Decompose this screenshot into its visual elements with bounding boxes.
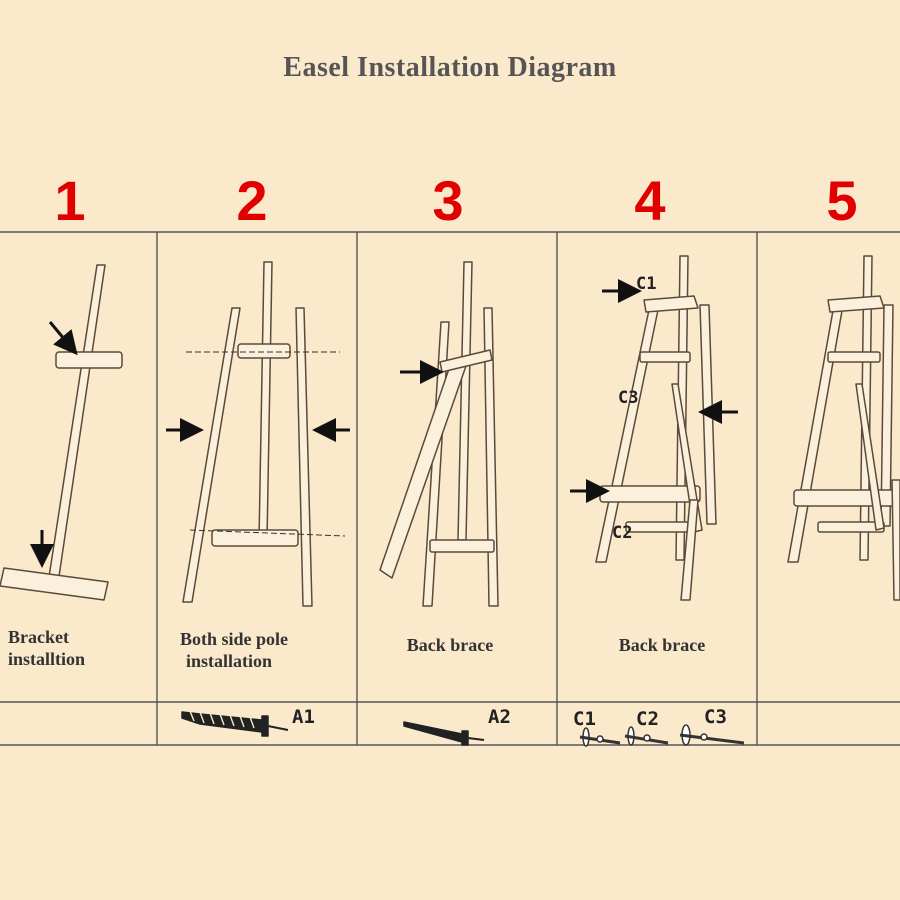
callout-c1: C1 [636,274,657,294]
step-number-2: 2 [236,169,268,232]
screw-a2-icon [403,721,485,746]
step3-illustration [379,261,499,607]
step2-center-pole [258,261,273,541]
step2-base-bar [211,529,299,547]
step4-rear-leg [680,499,699,601]
step5-right-leg [880,304,894,527]
screw-a1-icon [181,710,289,737]
step1-base-bar [0,567,109,601]
step4-lower-crossbar [599,485,701,503]
step2-caption-line2: installation [186,651,273,671]
step5-upper-crossbar [827,351,881,363]
step4-illustration [595,255,717,601]
step2-caption-line1: Both side pole [180,629,289,649]
step5-top-bracket [827,295,885,313]
part-label-c3: C3 [704,706,727,728]
step4-right-leg [699,304,717,525]
callout-c2: C2 [612,523,633,543]
diagram-title: Easel Installation Diagram [283,52,617,83]
step3-center-pole [457,261,473,541]
part-label-a1: A1 [292,706,315,728]
step-number-4: 4 [634,169,666,232]
step1-illustration [0,264,123,601]
step1-arrow-bracket [48,321,78,356]
step-number-3: 3 [432,169,464,232]
step4-upper-crossbar [639,351,691,363]
step1-caption: Bracket installtion [8,626,138,670]
bolt-c3-icon [679,724,745,746]
step1-caption-line2: installtion [8,649,86,669]
step5-lower-crossbar [793,489,899,507]
bolt-c1-icon [579,727,621,747]
part-label-a2: A2 [488,706,511,728]
step-number-1: 1 [54,169,86,232]
step3-crossbar [429,539,495,553]
step4-bottom-bar [625,521,691,533]
step2-guide-bottom [189,529,346,537]
step4-top-bracket [643,295,699,313]
step5-illustration [787,255,900,601]
step3-caption-line1: Back brace [406,635,494,655]
step2-top-bracket [237,343,291,359]
step2-caption: Both side pole installation [180,628,350,672]
part-label-c2: C2 [636,708,659,730]
step3-caption: Back brace [370,634,530,656]
table-grid [0,231,900,746]
bolt-c2-icon [624,726,669,746]
callout-c3: C3 [618,388,639,408]
step1-main-pole [46,264,106,591]
step1-bracket [55,351,123,369]
step5-bottom-bar [817,521,885,533]
step2-illustration [182,261,313,607]
part-label-c1: C1 [573,708,596,730]
step1-caption-line1: Bracket [8,627,69,647]
step4-back-brace [671,383,703,533]
step3-right-leg [483,307,499,607]
step-number-5: 5 [826,169,858,232]
step4-caption-line1: Back brace [618,635,706,655]
step2-right-pole [295,307,313,607]
step5-rear-leg [891,479,900,601]
step2-left-pole [182,307,241,603]
step5-back-brace [855,383,885,531]
step4-caption: Back brace [582,634,742,656]
